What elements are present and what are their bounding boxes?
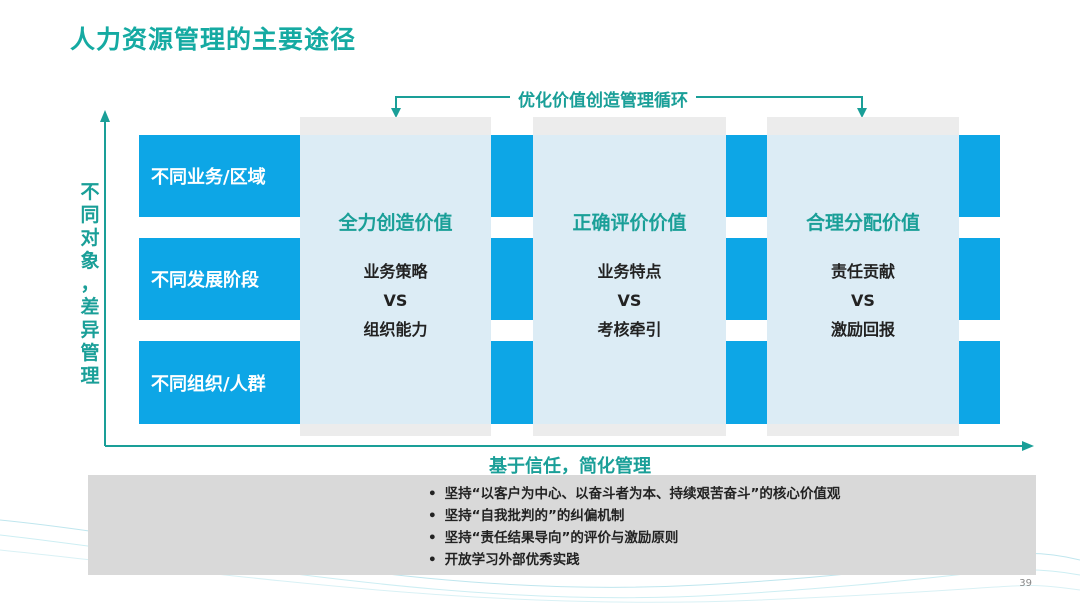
- y-axis-label: 不 同 对 象 ， 差 异 管 理: [79, 181, 101, 388]
- column-body: 责任贡献 VS 激励回报: [767, 257, 959, 344]
- column-create-value: [300, 135, 491, 424]
- principles-list: 坚持“以客户为中心、以奋斗者为本、持续艰苦奋斗”的核心价值观 坚持“自我批判的”…: [88, 475, 1036, 571]
- column-foot: [767, 424, 959, 436]
- column-distribute-value: [767, 135, 959, 424]
- column-title: 正确评价价值: [572, 212, 687, 234]
- column-title: 全力创造价值: [338, 212, 453, 234]
- column-line1: 业务特点: [597, 262, 662, 281]
- row-label-business-region: 不同业务/区域: [151, 167, 266, 188]
- row-label-organization-group: 不同组织/人群: [151, 373, 266, 395]
- list-item: 坚持“自我批判的”的纠偏机制: [428, 505, 1036, 527]
- column-body: 业务策略 VS 组织能力: [300, 257, 491, 344]
- page-title: 人力资源管理的主要途径: [70, 25, 357, 54]
- principles-box: 坚持“以客户为中心、以奋斗者为本、持续艰苦奋斗”的核心价值观 坚持“自我批判的”…: [88, 475, 1036, 575]
- y-axis-char: 理: [80, 365, 100, 387]
- column-evaluate-value: [533, 135, 726, 424]
- row-label-development-stage: 不同发展阶段: [151, 270, 259, 291]
- y-axis-char: 差: [80, 296, 100, 318]
- list-item: 开放学习外部优秀实践: [428, 549, 1036, 571]
- x-axis-label: 基于信任，简化管理: [489, 456, 651, 477]
- column-vs: VS: [383, 291, 408, 310]
- column-line1: 业务策略: [363, 262, 428, 281]
- column-cap: [300, 117, 491, 135]
- column-title: 合理分配价值: [805, 212, 920, 234]
- column-vs: VS: [617, 291, 642, 310]
- y-axis-char: 异: [80, 319, 100, 341]
- y-axis-char: 象: [80, 250, 100, 272]
- list-item: 坚持“责任结果导向”的评价与激励原则: [428, 527, 1036, 549]
- column-line2: 组织能力: [363, 320, 428, 339]
- column-cap: [533, 117, 726, 135]
- y-axis-char: 对: [80, 227, 100, 249]
- y-axis-char: 同: [80, 204, 100, 226]
- column-foot: [300, 424, 491, 436]
- y-axis-char: 管: [80, 342, 100, 364]
- column-cap: [767, 117, 959, 135]
- column-vs: VS: [851, 291, 875, 310]
- y-axis-char: ，: [80, 273, 100, 295]
- column-body: 业务特点 VS 考核牵引: [533, 257, 726, 344]
- column-foot: [533, 424, 726, 436]
- column-line1: 责任贡献: [830, 262, 895, 281]
- column-line2: 考核牵引: [597, 320, 662, 339]
- list-item: 坚持“以客户为中心、以奋斗者为本、持续艰苦奋斗”的核心价值观: [428, 483, 1036, 505]
- cycle-label: 优化价值创造管理循环: [510, 86, 696, 111]
- page-number: 39: [1019, 578, 1032, 589]
- y-axis-char: 不: [80, 181, 100, 203]
- column-line2: 激励回报: [830, 320, 895, 339]
